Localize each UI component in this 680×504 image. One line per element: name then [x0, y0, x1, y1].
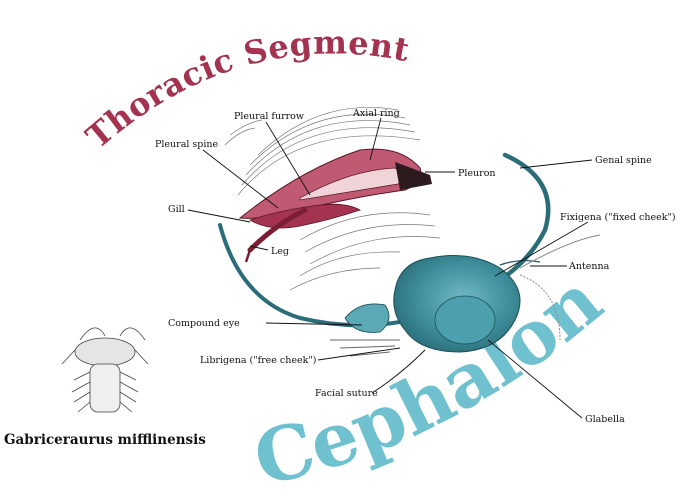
cephalon-illustration: [218, 152, 601, 357]
label-compound-eye: Compound eye: [168, 318, 240, 329]
anatomy-labels: Pleural furrow Axial ring Pleural spine …: [155, 108, 676, 425]
label-facial-suture: Facial suture: [315, 388, 378, 399]
gabriceraurus-whole-specimen: [61, 327, 149, 413]
leader-lines: [187, 117, 593, 419]
label-pleuron: Pleuron: [458, 168, 496, 179]
label-pleural-furrow: Pleural furrow: [234, 111, 304, 122]
species-name: Gabriceraurus mifflinensis: [4, 432, 206, 448]
label-axial-ring: Axial ring: [352, 108, 400, 119]
label-pleural-spine: Pleural spine: [155, 139, 219, 150]
label-fixigena: Fixigena ("fixed cheek"): [560, 212, 676, 223]
label-gill: Gill: [168, 204, 185, 215]
label-leg: Leg: [271, 246, 289, 257]
label-antenna: Antenna: [568, 261, 610, 272]
thoracic-segment-illustration: [238, 148, 432, 263]
thorax-outline-drawing: [224, 107, 441, 291]
label-glabella: Glabella: [585, 414, 625, 425]
label-genal-spine: Genal spine: [595, 155, 652, 166]
label-librigena: Librigena ("free cheek"): [200, 355, 316, 366]
